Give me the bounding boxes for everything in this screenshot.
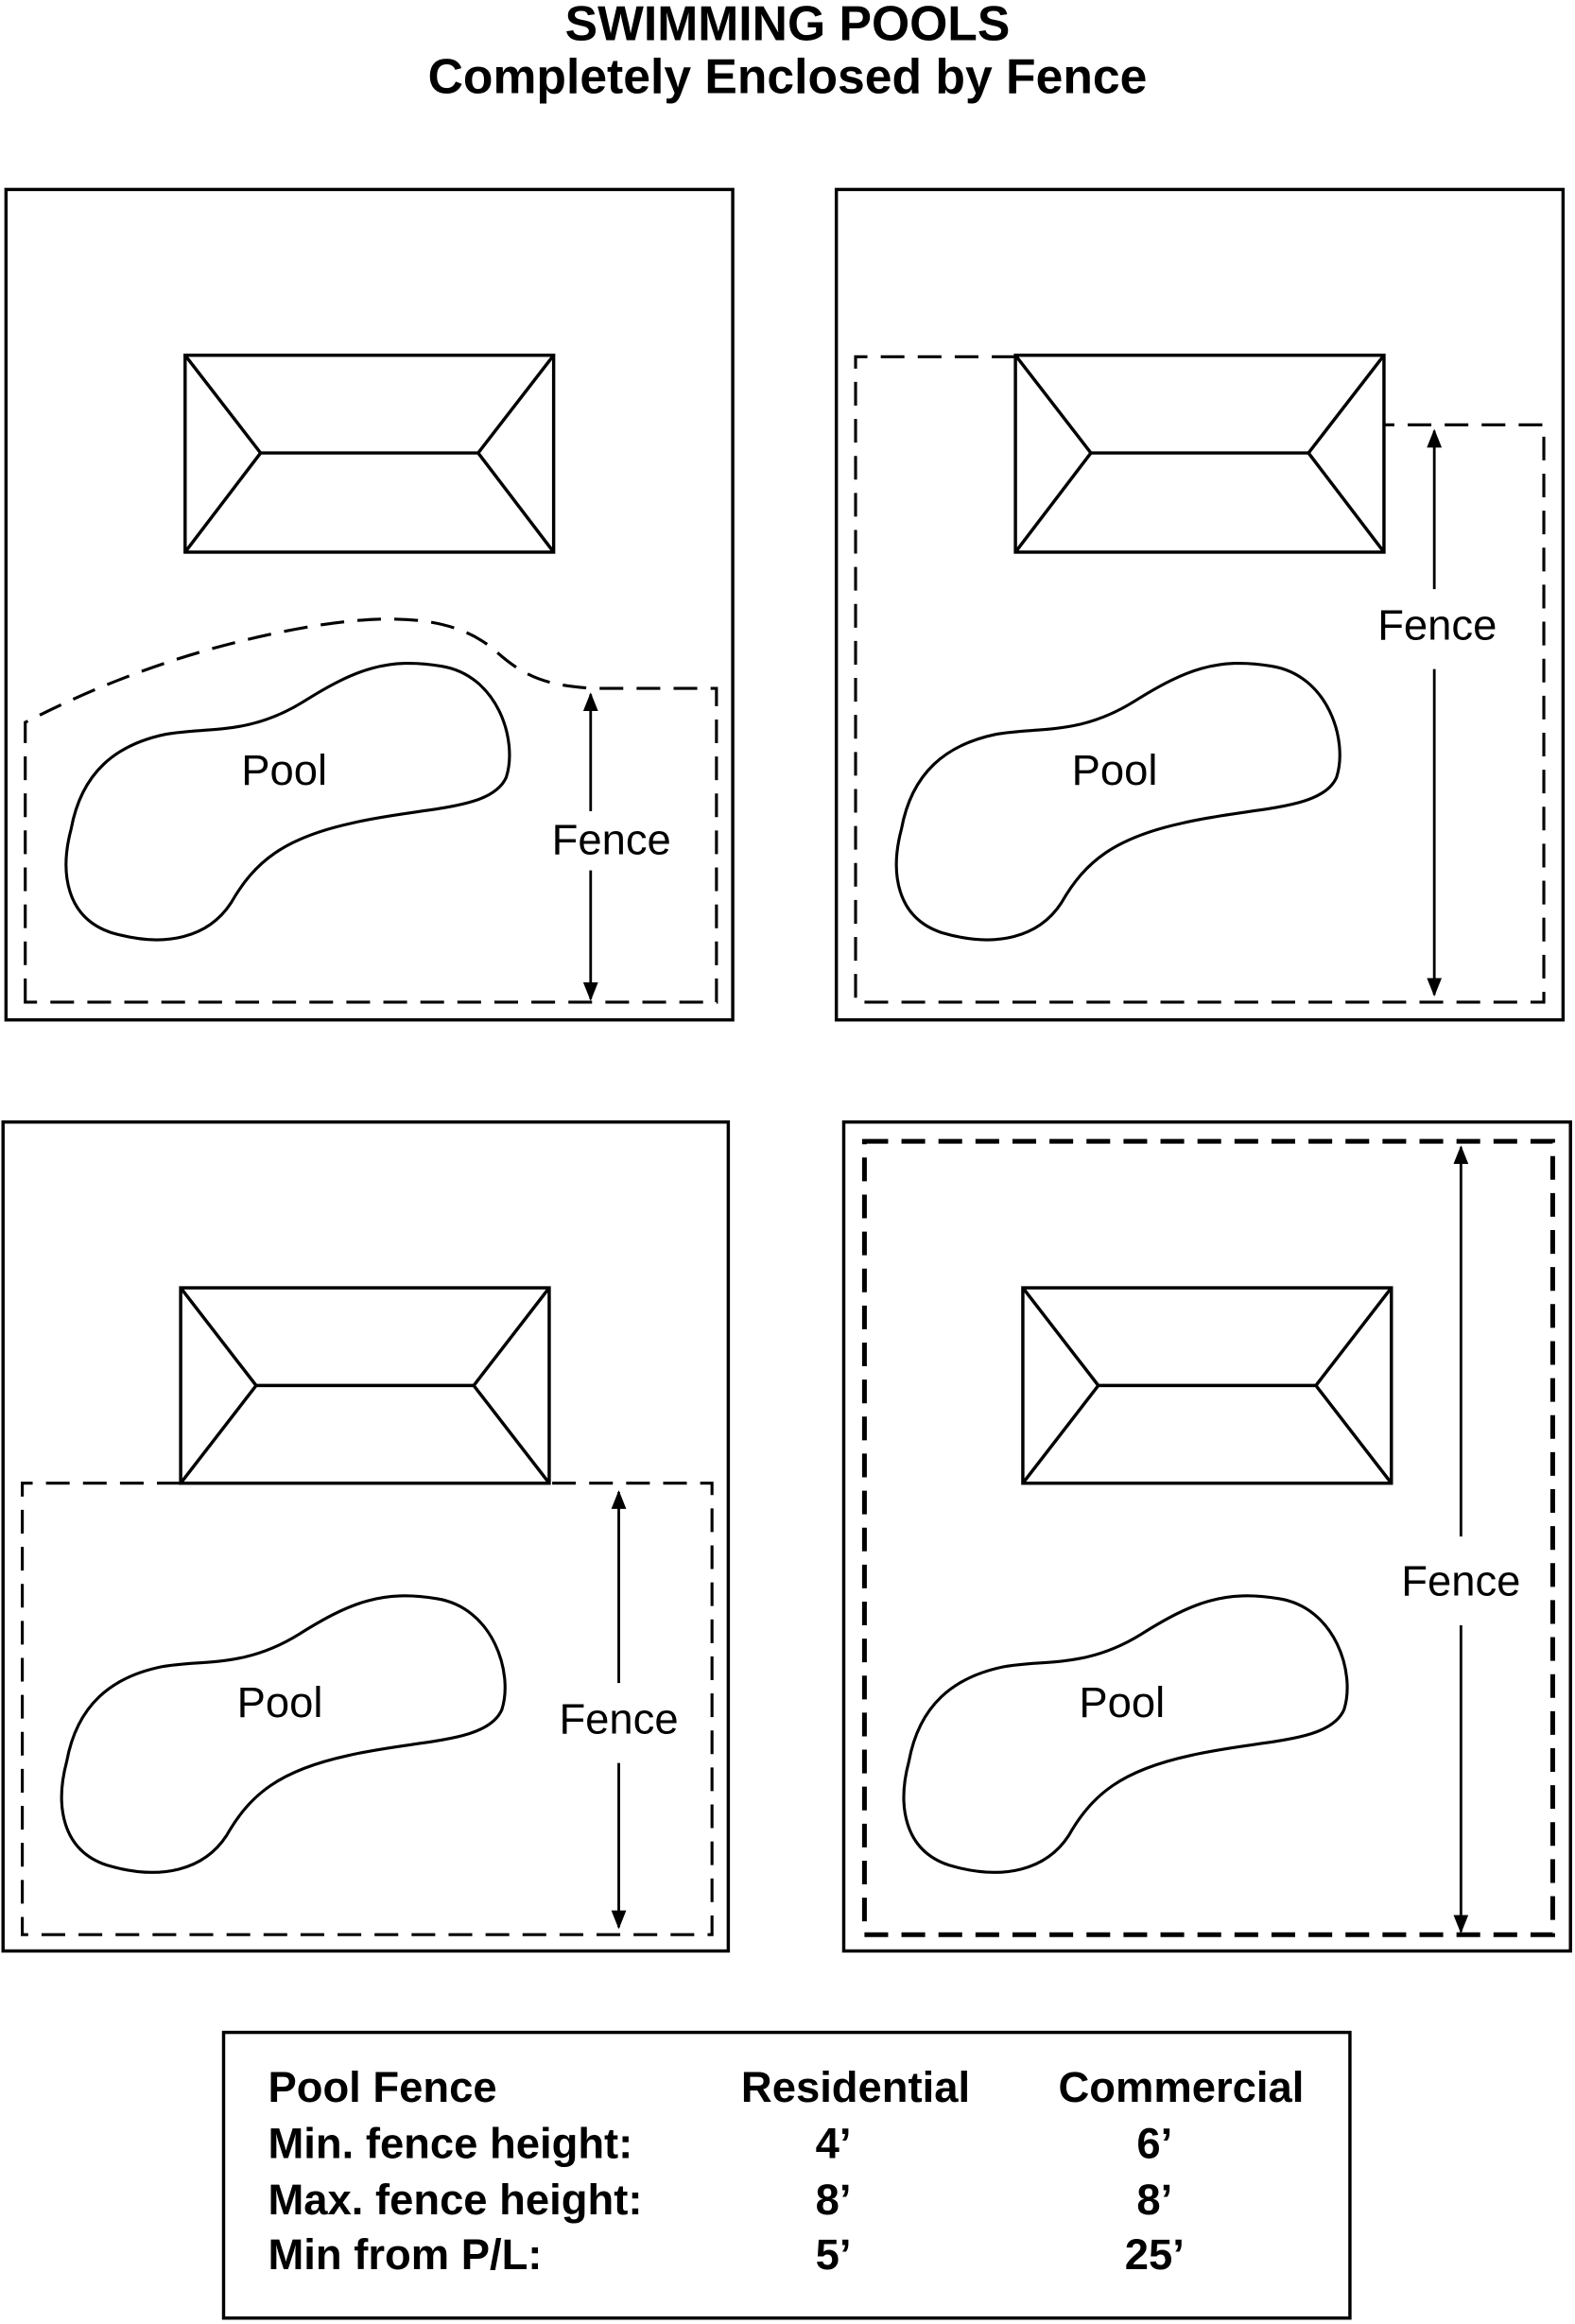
property-line bbox=[834, 187, 1566, 1022]
fence-label: Fence bbox=[1377, 600, 1497, 649]
header-residential: Residential bbox=[741, 2063, 970, 2111]
house bbox=[1013, 354, 1386, 554]
table-row: Max. fence height: 8’ 8’ bbox=[268, 2176, 1172, 2224]
fence-line bbox=[854, 355, 1546, 1004]
title-line1: SWIMMING POOLS bbox=[565, 0, 1011, 50]
pool-outline bbox=[894, 661, 1341, 942]
header-pool-fence: Pool Fence bbox=[268, 2063, 496, 2111]
header-commercial: Commercial bbox=[1059, 2063, 1305, 2111]
pool-outline bbox=[902, 1594, 1349, 1874]
panel-2: Pool Fence bbox=[834, 187, 1566, 1022]
residential-value: 4’ bbox=[816, 2120, 852, 2168]
fence-line bbox=[861, 1138, 1555, 1937]
pool-label: Pool bbox=[241, 746, 327, 794]
pool-outline bbox=[60, 1594, 507, 1874]
fence-line bbox=[24, 617, 718, 1004]
commercial-value: 25’ bbox=[1125, 2230, 1185, 2279]
table-border bbox=[221, 2030, 1352, 2320]
house bbox=[1021, 1286, 1393, 1485]
pool-label: Pool bbox=[1079, 1678, 1165, 1726]
panel-1: Pool Fence bbox=[4, 187, 735, 1022]
property-line bbox=[4, 187, 735, 1022]
row-label: Min from P/L: bbox=[268, 2230, 542, 2279]
pool-outline bbox=[64, 661, 511, 942]
table-row: Min from P/L: 5’ 25’ bbox=[268, 2230, 1184, 2279]
property-line bbox=[841, 1120, 1572, 1953]
house bbox=[183, 354, 556, 554]
fence-label: Fence bbox=[1401, 1557, 1520, 1605]
residential-value: 5’ bbox=[816, 2230, 852, 2279]
pool-label: Pool bbox=[1072, 746, 1158, 794]
panel-3: Pool Fence bbox=[1, 1120, 731, 1953]
panel-4: Pool Fence bbox=[841, 1120, 1572, 1953]
fence-line bbox=[21, 1482, 714, 1936]
residential-value: 8’ bbox=[816, 2176, 852, 2224]
fence-label: Fence bbox=[559, 1694, 678, 1743]
pool-label: Pool bbox=[237, 1678, 323, 1726]
row-label: Min. fence height: bbox=[268, 2120, 632, 2168]
house bbox=[179, 1286, 551, 1485]
row-label: Max. fence height: bbox=[268, 2176, 642, 2224]
commercial-value: 8’ bbox=[1136, 2176, 1172, 2224]
table-header-row: Pool Fence Residential Commercial bbox=[268, 2063, 1304, 2111]
fence-label: Fence bbox=[552, 815, 671, 863]
property-line bbox=[1, 1120, 731, 1953]
fence-requirements-table: Pool Fence Residential Commercial Min. f… bbox=[221, 2030, 1352, 2320]
title-line2: Completely Enclosed by Fence bbox=[428, 49, 1148, 104]
table-row: Min. fence height: 4’ 6’ bbox=[268, 2120, 1172, 2168]
commercial-value: 6’ bbox=[1136, 2120, 1172, 2168]
